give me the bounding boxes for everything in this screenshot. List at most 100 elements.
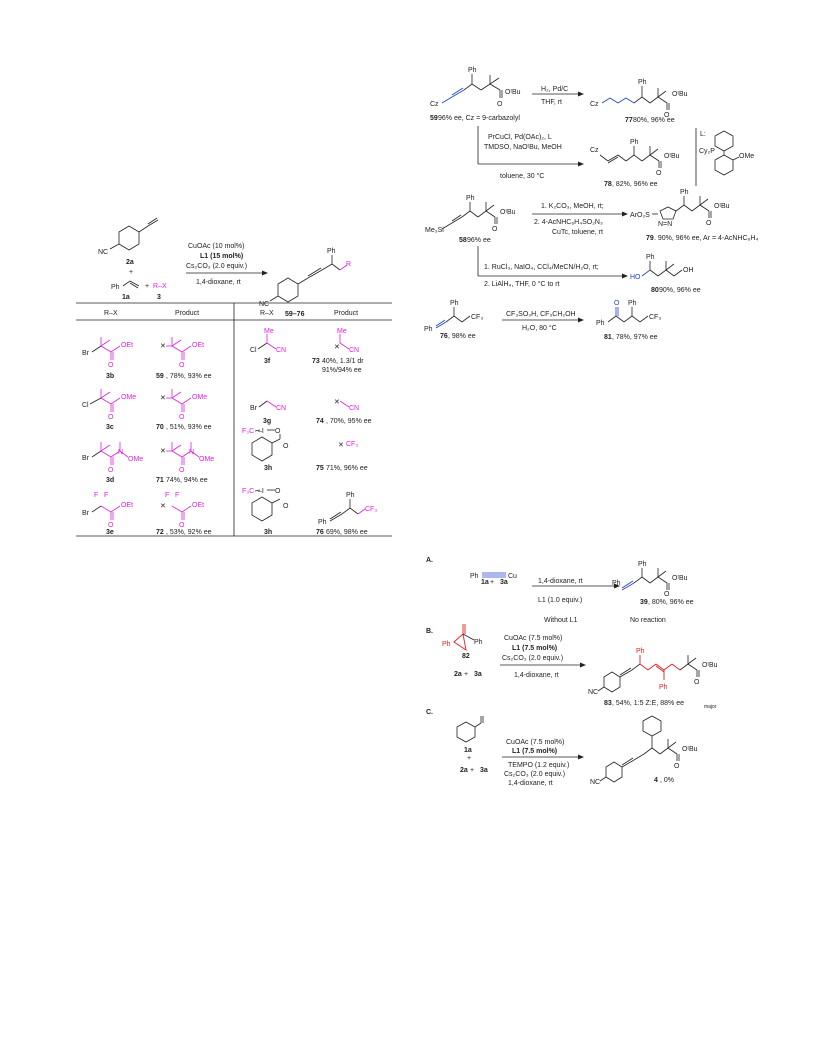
svg-text:toluene, 30 °C: toluene, 30 °C xyxy=(500,172,544,180)
svg-text:✕: ✕ xyxy=(338,442,344,449)
compound-4-label: 4 xyxy=(654,777,658,784)
svg-text:, 54%, 1:5 Z:E, 88% ee: , 54%, 1:5 Z:E, 88% ee xyxy=(612,700,684,707)
left-cond-4: 1,4-dioxane, rt xyxy=(196,279,241,286)
svg-text:O: O xyxy=(108,467,114,474)
svg-text:3h: 3h xyxy=(264,465,272,472)
svg-text:TMDSO, NaOᵗBu, MeOH: TMDSO, NaOᵗBu, MeOH xyxy=(484,144,562,151)
svg-text:CF₃: CF₃ xyxy=(649,314,661,321)
svg-text:O: O xyxy=(614,300,620,307)
svg-text:Me: Me xyxy=(337,328,347,335)
svg-text:CuOAc (7.5 mol%): CuOAc (7.5 mol%) xyxy=(506,739,564,746)
mechanism-experiment-a: A. Ph Cu 1a + 3a 1,4-dioxane, rt L1 (1.0… xyxy=(426,557,694,624)
svg-text:OMe: OMe xyxy=(192,394,207,401)
svg-text:major: major xyxy=(704,704,717,710)
svg-text:Ph: Ph xyxy=(450,300,459,307)
nc-label: NC xyxy=(259,301,269,308)
svg-text:O: O xyxy=(108,362,114,369)
svg-text:CF₃: CF₃ xyxy=(346,441,358,448)
svg-text:HO: HO xyxy=(630,274,641,281)
svg-text:Ph: Ph xyxy=(596,320,605,327)
compound-80-label: 80 xyxy=(651,287,659,294)
svg-text:L1 (1.0 equiv.): L1 (1.0 equiv.) xyxy=(538,597,582,604)
svg-text:3h: 3h xyxy=(264,529,272,536)
svg-text:CF₃: CF₃ xyxy=(365,506,377,513)
svg-text:2. 4-AcNHC₆H₄SO₂N₃: 2. 4-AcNHC₆H₄SO₂N₃ xyxy=(534,219,603,226)
svg-text:O: O xyxy=(664,112,670,119)
svg-text:CN: CN xyxy=(276,347,286,354)
svg-text:. 90%, 96% ee, Ar = 4-AcNHC₆H₄: . 90%, 96% ee, Ar = 4-AcNHC₆H₄ xyxy=(654,235,758,242)
svg-text:3b: 3b xyxy=(106,373,114,380)
svg-text:O: O xyxy=(179,467,185,474)
svg-text:Ph: Ph xyxy=(680,189,689,196)
svg-text:CF₃SO₃H, CF₃CH₂OH: CF₃SO₃H, CF₃CH₂OH xyxy=(506,311,576,318)
svg-text:CN: CN xyxy=(349,405,359,412)
svg-text:N: N xyxy=(118,449,123,456)
compound-39-label: 39 xyxy=(640,599,648,606)
svg-text:O: O xyxy=(656,170,662,177)
svg-text:THF, rt: THF, rt xyxy=(541,99,562,106)
left-cond-1: CuOAc (10 mol%) xyxy=(188,243,244,250)
svg-text:✕: ✕ xyxy=(334,344,340,351)
svg-text:O: O xyxy=(283,443,289,450)
svg-text:Me₃Si: Me₃Si xyxy=(425,227,444,234)
structure-product-general: Ph R NC 59–76 xyxy=(259,248,351,318)
svg-text:96% ee: 96% ee xyxy=(467,237,491,244)
svg-text:O: O xyxy=(179,414,185,421)
svg-text:O: O xyxy=(492,226,498,233)
svg-text:✕: ✕ xyxy=(160,448,166,455)
svg-text:Ph: Ph xyxy=(474,639,483,646)
svg-text:3g: 3g xyxy=(263,418,271,425)
svg-text:73: 73 xyxy=(312,358,320,365)
table-row: Br O OEt 3b ✕ O OEt 59 , 78%, 93% ee xyxy=(82,337,212,380)
svg-text:OᵗBu: OᵗBu xyxy=(702,662,718,669)
svg-text:OEt: OEt xyxy=(121,342,133,349)
svg-text:2a: 2a xyxy=(454,671,462,678)
svg-text:, 78%, 93% ee: , 78%, 93% ee xyxy=(166,373,212,380)
svg-text:N: N xyxy=(189,449,194,456)
svg-text:N=N: N=N xyxy=(658,221,672,228)
svg-text:1,4-dioxane, rt: 1,4-dioxane, rt xyxy=(508,780,553,787)
svg-text:O: O xyxy=(497,101,503,108)
svg-text:–I: –I xyxy=(258,428,264,435)
table-row: Cl O OMe 3c ✕ O OMe 70 , 51%, 93% ee xyxy=(82,389,212,431)
compound-81-label: 81 xyxy=(604,334,612,341)
svg-text:, 80%, 96% ee: , 80%, 96% ee xyxy=(648,599,694,606)
svg-text:OᵗBu: OᵗBu xyxy=(672,575,688,582)
svg-text:O: O xyxy=(275,488,281,495)
table-row: Cl Me CN 3f ✕ Me CN 73 40%, 1.3/1 dr 91%… xyxy=(250,328,364,374)
svg-text:L1 (7.5 mol%): L1 (7.5 mol%) xyxy=(512,748,557,755)
svg-text:91%/94% ee: 91%/94% ee xyxy=(322,367,362,374)
svg-text:OMe: OMe xyxy=(739,153,754,160)
svg-text:OEt: OEt xyxy=(192,502,204,509)
svg-text:76: 76 xyxy=(316,529,324,536)
cz-label: Cz xyxy=(430,101,439,108)
svg-text:Br: Br xyxy=(82,350,90,357)
left-cond-3: Cs₂CO₃ (2.0 equiv.) xyxy=(186,263,247,270)
svg-text:OᵗBu: OᵗBu xyxy=(682,746,698,753)
ph-label: Ph xyxy=(111,284,120,291)
compound-59-label: 59 xyxy=(430,115,438,122)
svg-text:2a: 2a xyxy=(460,767,468,774)
table-row: F₃C –I O O 3h ✕ CF₃ 75 71%, 96% ee xyxy=(242,428,368,472)
svg-text:1a: 1a xyxy=(481,579,489,586)
hydration-scheme-76: Ph Ph CF₃ 76 , 98% ee CF₃SO₃H, CF₃CH₂OH … xyxy=(424,300,661,341)
svg-text:F: F xyxy=(104,492,108,499)
svg-text:72: 72 xyxy=(156,529,164,536)
svg-text:F₃C: F₃C xyxy=(242,428,254,435)
svg-text:Br: Br xyxy=(82,510,90,517)
svg-text:OMe: OMe xyxy=(199,456,214,463)
left-cond-2: L1 (15 mol%) xyxy=(200,253,243,260)
svg-text:OMe: OMe xyxy=(128,456,143,463)
svg-text:H₂O, 80 °C: H₂O, 80 °C xyxy=(522,324,557,332)
svg-text:+: + xyxy=(129,269,133,276)
svg-text:Cs₂CO₃ (2.0 equiv.): Cs₂CO₃ (2.0 equiv.) xyxy=(502,655,563,662)
compound-1a-label: 1a xyxy=(464,747,472,754)
svg-text:O: O xyxy=(179,522,185,529)
svg-text:Without L1: Without L1 xyxy=(544,617,578,624)
svg-text:69%, 98% ee: 69%, 98% ee xyxy=(326,529,368,536)
svg-text:OEt: OEt xyxy=(121,502,133,509)
compound-82-label: 82 xyxy=(462,653,470,660)
svg-text:71%, 96% ee: 71%, 96% ee xyxy=(326,465,368,472)
svg-text:, 51%, 93% ee: , 51%, 93% ee xyxy=(166,424,212,431)
